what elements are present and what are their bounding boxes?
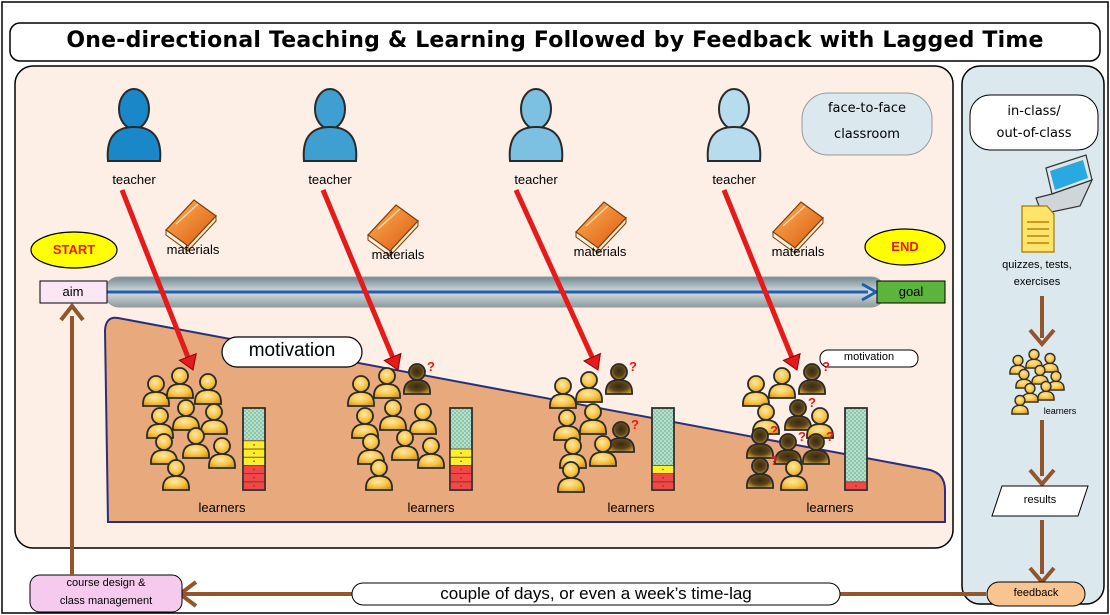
course-design-box [29, 574, 183, 613]
confused-learner-icon: ? [802, 429, 834, 465]
question-mark: ? [798, 429, 806, 444]
question-mark: ? [808, 395, 816, 410]
aim-box [39, 280, 108, 304]
motivation-small-box [819, 349, 919, 368]
motivation-wedge [103, 316, 946, 523]
results-box [991, 485, 1089, 517]
quizzes-label: quizzes, tests, [1002, 259, 1072, 271]
start-label: START [52, 242, 96, 257]
teacher-label-3: teacher [514, 172, 558, 187]
question-mark: ? [826, 429, 834, 444]
end-label: END [891, 239, 919, 254]
page-title: One-directional Teaching & Learning Foll… [66, 28, 1044, 53]
teaching-arrow-4 [721, 189, 795, 358]
motivation-small-label: motivation [843, 351, 895, 363]
learners-label-side: learners [1043, 406, 1077, 416]
teaching-arrow-2 [320, 189, 395, 359]
materials-label-2: materials [371, 247, 425, 262]
flow-arrowhead-quizzes [1028, 328, 1056, 348]
confused-learner-icon: ? [746, 423, 778, 459]
goal-box [876, 280, 946, 304]
learners-group-4: ?????? [742, 359, 834, 491]
confused-learner-icon: ? [746, 453, 778, 489]
time-lag-label: couple of days, or even a week’s time-la… [440, 584, 752, 603]
end-oval [864, 228, 946, 266]
motivation-label-box [221, 336, 363, 368]
teaching-arrowhead-2 [383, 352, 402, 371]
question-mark: ? [629, 359, 637, 374]
classroom-label: classroom [834, 127, 900, 142]
motivation-label: motivation [248, 340, 336, 361]
teaching-arrow-3 [513, 188, 595, 359]
feedback-label: feedback [1013, 587, 1059, 599]
learners-label-2: learners [407, 500, 455, 515]
feedback-box [986, 581, 1086, 607]
question-mark: ? [770, 453, 778, 468]
class-management-label: class management [59, 595, 153, 607]
confused-learner-icon: ? [403, 359, 435, 395]
learners-label-1: learners [198, 500, 246, 515]
in-class-bubble [969, 94, 1099, 151]
question-mark: ? [427, 359, 435, 374]
learners-label-3: learners [607, 500, 655, 515]
materials-label-3: materials [573, 244, 627, 259]
out-of-class-label: out-of-class [996, 126, 1072, 141]
understanding-bar-3 [651, 407, 675, 491]
teaching-arrow-1 [119, 189, 191, 358]
learners-group-3: ?? [549, 359, 639, 493]
understanding-bar-1 [242, 407, 266, 491]
materials-label-4: materials [771, 244, 825, 259]
question-mark: ? [822, 359, 830, 374]
confused-learner-icon: ? [798, 359, 830, 395]
feedback-loop-arrowhead [59, 302, 85, 322]
understanding-bar-4 [844, 407, 868, 491]
progress-arrowhead [861, 282, 880, 302]
confused-learner-icon: ? [774, 429, 806, 465]
question-mark: ? [770, 423, 778, 438]
document-icon [1021, 205, 1055, 253]
teacher-label-2: teacher [308, 172, 352, 187]
results-label: results [1023, 494, 1057, 506]
title-box [9, 22, 1101, 62]
understanding-bar-2 [449, 407, 473, 491]
time-lag-box [351, 582, 841, 606]
question-mark: ? [631, 417, 639, 432]
learners-group-2: ? [347, 359, 445, 491]
teacher-label-4: teacher [712, 172, 756, 187]
aim-label: aim [62, 284, 84, 299]
exercises-label: exercises [1013, 276, 1061, 288]
confused-learner-icon: ? [607, 417, 639, 453]
learners-label-4: learners [806, 500, 854, 515]
teaching-arrowhead-1 [178, 352, 197, 371]
course-design-label: course design & [66, 577, 146, 589]
teaching-arrowhead-4 [782, 352, 801, 371]
start-oval [30, 231, 118, 269]
face-to-face-label: face-to-face [827, 101, 907, 116]
flow-arrowhead-learners [1028, 468, 1056, 488]
confused-learner-icon: ? [784, 395, 816, 431]
face-to-face-bubble [801, 92, 933, 156]
teacher-label-1: teacher [112, 172, 156, 187]
materials-label-1: materials [166, 242, 220, 257]
in-class-label: in-class/ [1007, 104, 1061, 119]
confused-learner-icon: ? [605, 359, 637, 395]
teaching-arrowhead-3 [582, 352, 602, 371]
goal-label: goal [898, 284, 924, 299]
